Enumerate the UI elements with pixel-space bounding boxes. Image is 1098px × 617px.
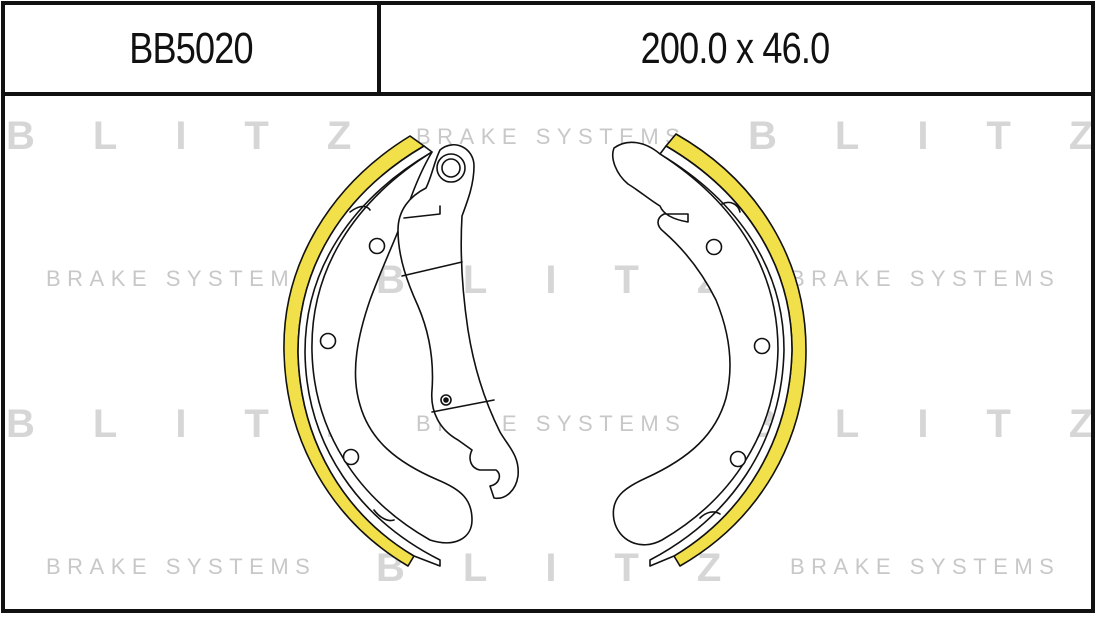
right-shoe-rim <box>649 145 793 567</box>
part-number: BB5020 <box>129 24 253 73</box>
watermark-brand: BLITZ <box>748 402 1093 446</box>
shoe-dimensions: 200.0 x 46.0 <box>640 24 831 73</box>
watermark-tagline: BRAKE SYSTEMS <box>46 554 317 579</box>
left-shoe-pivot-inner <box>441 158 461 178</box>
right-shoe-hole <box>729 450 747 468</box>
right-shoe-hole <box>753 337 771 355</box>
left-shoe-lever <box>397 144 519 500</box>
left-shoe-rim <box>297 145 441 567</box>
watermark-brand: BLITZ <box>6 114 410 158</box>
left-shoe-web <box>311 151 473 544</box>
watermark-tagline: BRAKE SYSTEMS <box>790 266 1061 291</box>
watermark-brand: BLITZ <box>748 114 1093 158</box>
left-shoe-hole <box>368 237 386 255</box>
watermark-tagline: BRAKE SYSTEMS <box>790 554 1061 579</box>
right-shoe-web <box>612 141 779 546</box>
right-shoe-hole <box>705 238 723 256</box>
watermark-tagline: BRAKE SYSTEMS <box>46 266 317 291</box>
left-brake-shoe <box>283 135 519 567</box>
left-shoe-hole <box>342 448 360 466</box>
left-shoe-hole <box>319 332 337 350</box>
right-brake-shoe <box>612 133 807 567</box>
